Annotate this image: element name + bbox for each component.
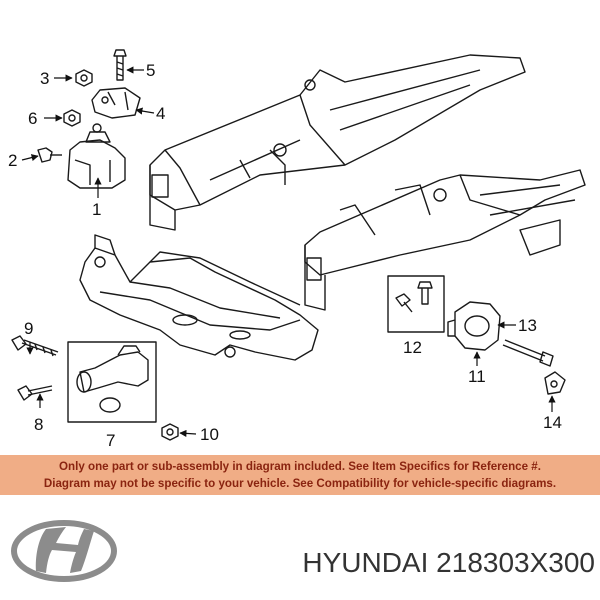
disclaimer-line-2: Diagram may not be specific to your vehi… <box>43 477 557 490</box>
callout-8: 8 <box>34 415 43 434</box>
arrow-icon <box>21 154 39 162</box>
mount-bracket <box>91 87 141 119</box>
bolt-5 <box>113 49 127 81</box>
nut-3 <box>75 69 93 87</box>
callout-labels: 1 2 3 4 5 6 7 8 9 10 11 12 13 14 <box>8 61 562 450</box>
bolt-13 <box>502 339 554 367</box>
parts-diagram: 1 2 3 4 5 6 7 8 9 10 11 12 13 14 <box>8 49 586 450</box>
callout-14: 14 <box>543 413 562 432</box>
callout-4: 4 <box>156 104 165 123</box>
callout-12: 12 <box>403 338 422 357</box>
callout-3: 3 <box>40 69 49 88</box>
disclaimer-line-1: Only one part or sub-assembly in diagram… <box>59 460 541 473</box>
callout-arrows <box>21 66 556 437</box>
callout-11: 11 <box>468 367 486 386</box>
arrow-icon <box>135 107 155 115</box>
callout-9: 9 <box>24 319 33 338</box>
disclaimer-banner: Only one part or sub-assembly in diagram… <box>0 455 600 495</box>
arrow-icon <box>179 429 197 437</box>
bolt-8 <box>17 385 53 401</box>
hyundai-logo-icon <box>11 520 117 582</box>
callout-1: 1 <box>92 200 101 219</box>
bolt-2 <box>37 147 62 163</box>
part-number-caption: HYUNDAI 218303X300 <box>302 547 595 578</box>
transmission-mount <box>447 301 501 351</box>
torque-rod-assembly <box>67 341 157 423</box>
nut-10 <box>161 423 179 441</box>
nut-6 <box>63 109 81 127</box>
callout-13: 13 <box>518 316 537 335</box>
engine-mount-bracket <box>67 123 126 189</box>
callout-5: 5 <box>146 61 155 80</box>
bolt-set <box>387 275 445 333</box>
callout-10: 10 <box>200 425 219 444</box>
subframe-crossmember <box>79 234 319 361</box>
callout-6: 6 <box>28 109 37 128</box>
upper-frame-rail <box>149 54 526 231</box>
bolt-9 <box>11 335 59 357</box>
callout-7: 7 <box>106 431 115 450</box>
callout-2: 2 <box>8 151 17 170</box>
bracket-14 <box>544 371 566 395</box>
lower-frame-rail <box>304 169 586 311</box>
